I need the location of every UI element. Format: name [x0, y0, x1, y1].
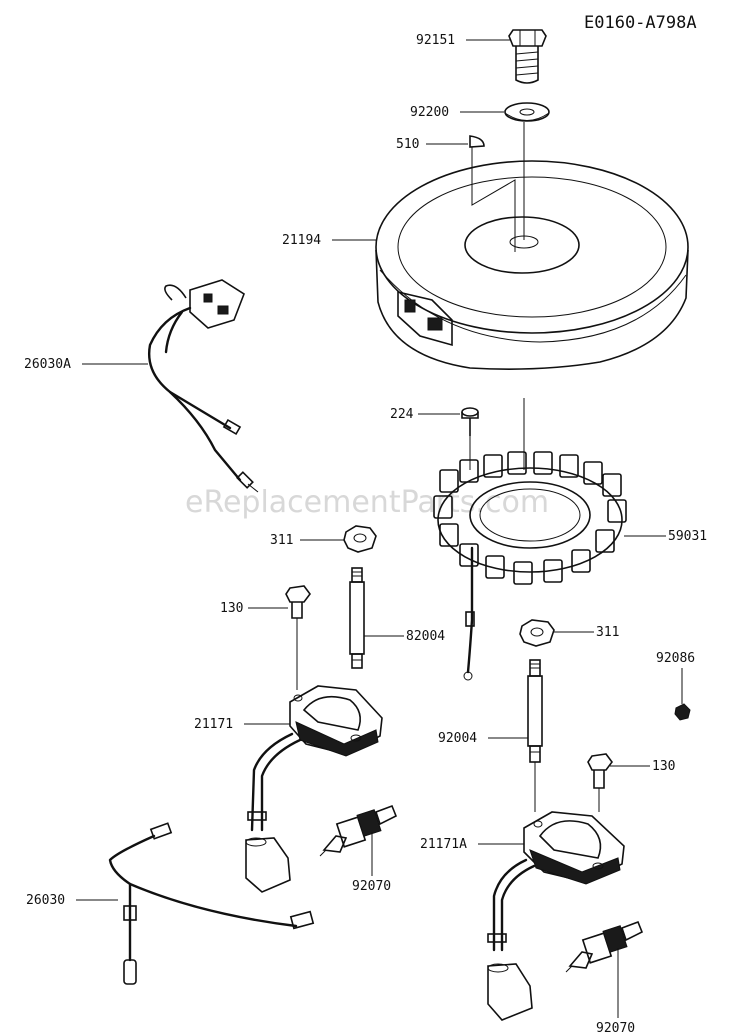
callout-82004: 82004 [364, 629, 445, 644]
switch-harness-26030A[interactable] [148, 279, 259, 493]
stud-92004[interactable] [527, 659, 543, 812]
ignition-coil-21171[interactable] [245, 685, 383, 893]
callout-92086: 92086 [656, 651, 695, 704]
svg-text:311: 311 [270, 533, 293, 548]
callout-21171A: 21171A [420, 837, 524, 852]
svg-text:92151: 92151 [416, 33, 455, 48]
callout-224: 224 [390, 407, 460, 422]
callout-311-right: 311 [554, 625, 619, 640]
svg-text:26030A: 26030A [24, 357, 71, 372]
ignition-coil-21171A[interactable] [487, 811, 625, 1021]
callout-92004: 92004 [438, 731, 528, 746]
svg-text:92004: 92004 [438, 731, 477, 746]
ground-wire-26030[interactable] [108, 822, 315, 985]
callout-21171: 21171 [194, 717, 290, 732]
nut-311-left[interactable] [343, 525, 377, 553]
nut-92086[interactable] [674, 703, 691, 721]
diagram-id: E0160-A798A [584, 13, 697, 33]
screw-224[interactable] [461, 407, 479, 470]
callout-92151: 92151 [416, 33, 510, 48]
svg-text:26030: 26030 [26, 893, 65, 908]
watermark: eReplacementParts.com [185, 485, 549, 520]
svg-text:510: 510 [396, 137, 419, 152]
svg-text:92086: 92086 [656, 651, 695, 666]
svg-text:92070: 92070 [596, 1021, 635, 1036]
svg-text:92070: 92070 [352, 879, 391, 894]
callout-130-right: 130 [610, 759, 675, 774]
spark-plug-92070-left[interactable] [319, 804, 398, 857]
svg-text:21171A: 21171A [420, 837, 467, 852]
bolt-92151[interactable] [508, 29, 547, 84]
callout-92070-left: 92070 [352, 832, 391, 894]
callout-130-left: 130 [220, 601, 288, 616]
key-510[interactable] [469, 135, 516, 252]
svg-text:21194: 21194 [282, 233, 321, 248]
nut-311-right[interactable] [519, 619, 555, 647]
callout-26030: 26030 [26, 893, 118, 908]
bolt-130-left[interactable] [285, 585, 311, 690]
callout-26030A: 26030A [24, 357, 148, 372]
flywheel-21194[interactable] [375, 160, 689, 370]
svg-text:311: 311 [596, 625, 619, 640]
svg-text:130: 130 [652, 759, 675, 774]
svg-text:224: 224 [390, 407, 414, 422]
svg-text:82004: 82004 [406, 629, 445, 644]
callout-21194: 21194 [282, 233, 376, 248]
washer-92200[interactable] [504, 102, 550, 122]
svg-text:92200: 92200 [410, 105, 449, 120]
bolt-130-right[interactable] [587, 753, 613, 812]
svg-text:59031: 59031 [668, 529, 707, 544]
svg-text:130: 130 [220, 601, 243, 616]
spark-plug-92070-right[interactable] [565, 920, 644, 973]
callout-92200: 92200 [410, 105, 504, 120]
svg-text:21171: 21171 [194, 717, 233, 732]
callout-510: 510 [396, 137, 468, 152]
stator-59031[interactable] [433, 451, 627, 681]
callout-92070-right: 92070 [596, 948, 635, 1036]
callout-311-left: 311 [270, 533, 344, 548]
callout-59031: 59031 [624, 529, 707, 544]
stud-82004[interactable] [349, 567, 365, 669]
